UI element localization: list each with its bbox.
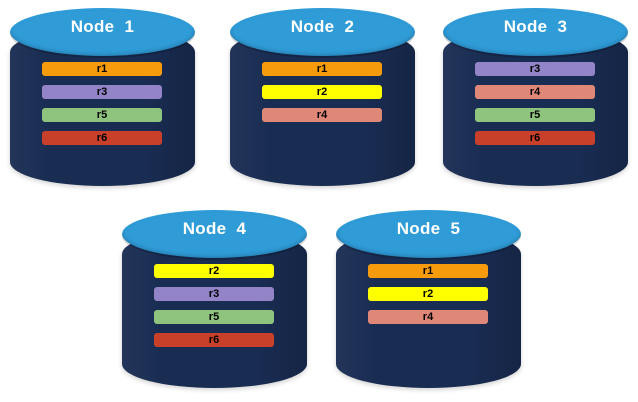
- database-node-2[interactable]: r1 r2 r4 Node 2: [230, 8, 415, 186]
- row-bar-r5: r5: [42, 108, 162, 122]
- row-list-node-5: r1 r2 r4: [368, 264, 488, 324]
- row-bar-r5: r5: [154, 310, 274, 324]
- row-list-node-1: r1 r3 r5 r6: [42, 62, 162, 145]
- cylinder-top-disc: [230, 8, 415, 56]
- database-node-5[interactable]: r1 r2 r4 Node 5: [336, 210, 521, 388]
- row-bar-r2: r2: [154, 264, 274, 278]
- cylinder-top-disc: [336, 210, 521, 258]
- cylinder-top-disc: [443, 8, 628, 56]
- cylinder-top-disc: [122, 210, 307, 258]
- row-bar-r4: r4: [262, 108, 382, 122]
- database-node-3[interactable]: r3 r4 r5 r6 Node 3: [443, 8, 628, 186]
- database-node-1[interactable]: r1 r3 r5 r6 Node 1: [10, 8, 195, 186]
- row-bar-r1: r1: [42, 62, 162, 76]
- row-bar-r2: r2: [262, 85, 382, 99]
- cylinder-top-disc: [10, 8, 195, 56]
- database-node-4[interactable]: r2 r3 r5 r6 Node 4: [122, 210, 307, 388]
- row-bar-r5: r5: [475, 108, 595, 122]
- node-title: Node 4: [182, 219, 247, 238]
- row-bar-r2: r2: [368, 287, 488, 301]
- node-title: Node 3: [503, 17, 568, 36]
- row-bar-r6: r6: [154, 333, 274, 347]
- row-bar-r4: r4: [368, 310, 488, 324]
- row-list-node-2: r1 r2 r4: [262, 62, 382, 122]
- row-bar-r3: r3: [154, 287, 274, 301]
- node-title: Node 2: [290, 17, 355, 36]
- node-title: Node 5: [396, 219, 461, 238]
- row-bar-r3: r3: [42, 85, 162, 99]
- row-bar-r1: r1: [368, 264, 488, 278]
- row-list-node-4: r2 r3 r5 r6: [154, 264, 274, 347]
- row-bar-r1: r1: [262, 62, 382, 76]
- row-bar-r4: r4: [475, 85, 595, 99]
- row-bar-r6: r6: [475, 131, 595, 145]
- row-list-node-3: r3 r4 r5 r6: [475, 62, 595, 145]
- node-title: Node 1: [70, 17, 135, 36]
- row-bar-r6: r6: [42, 131, 162, 145]
- row-bar-r3: r3: [475, 62, 595, 76]
